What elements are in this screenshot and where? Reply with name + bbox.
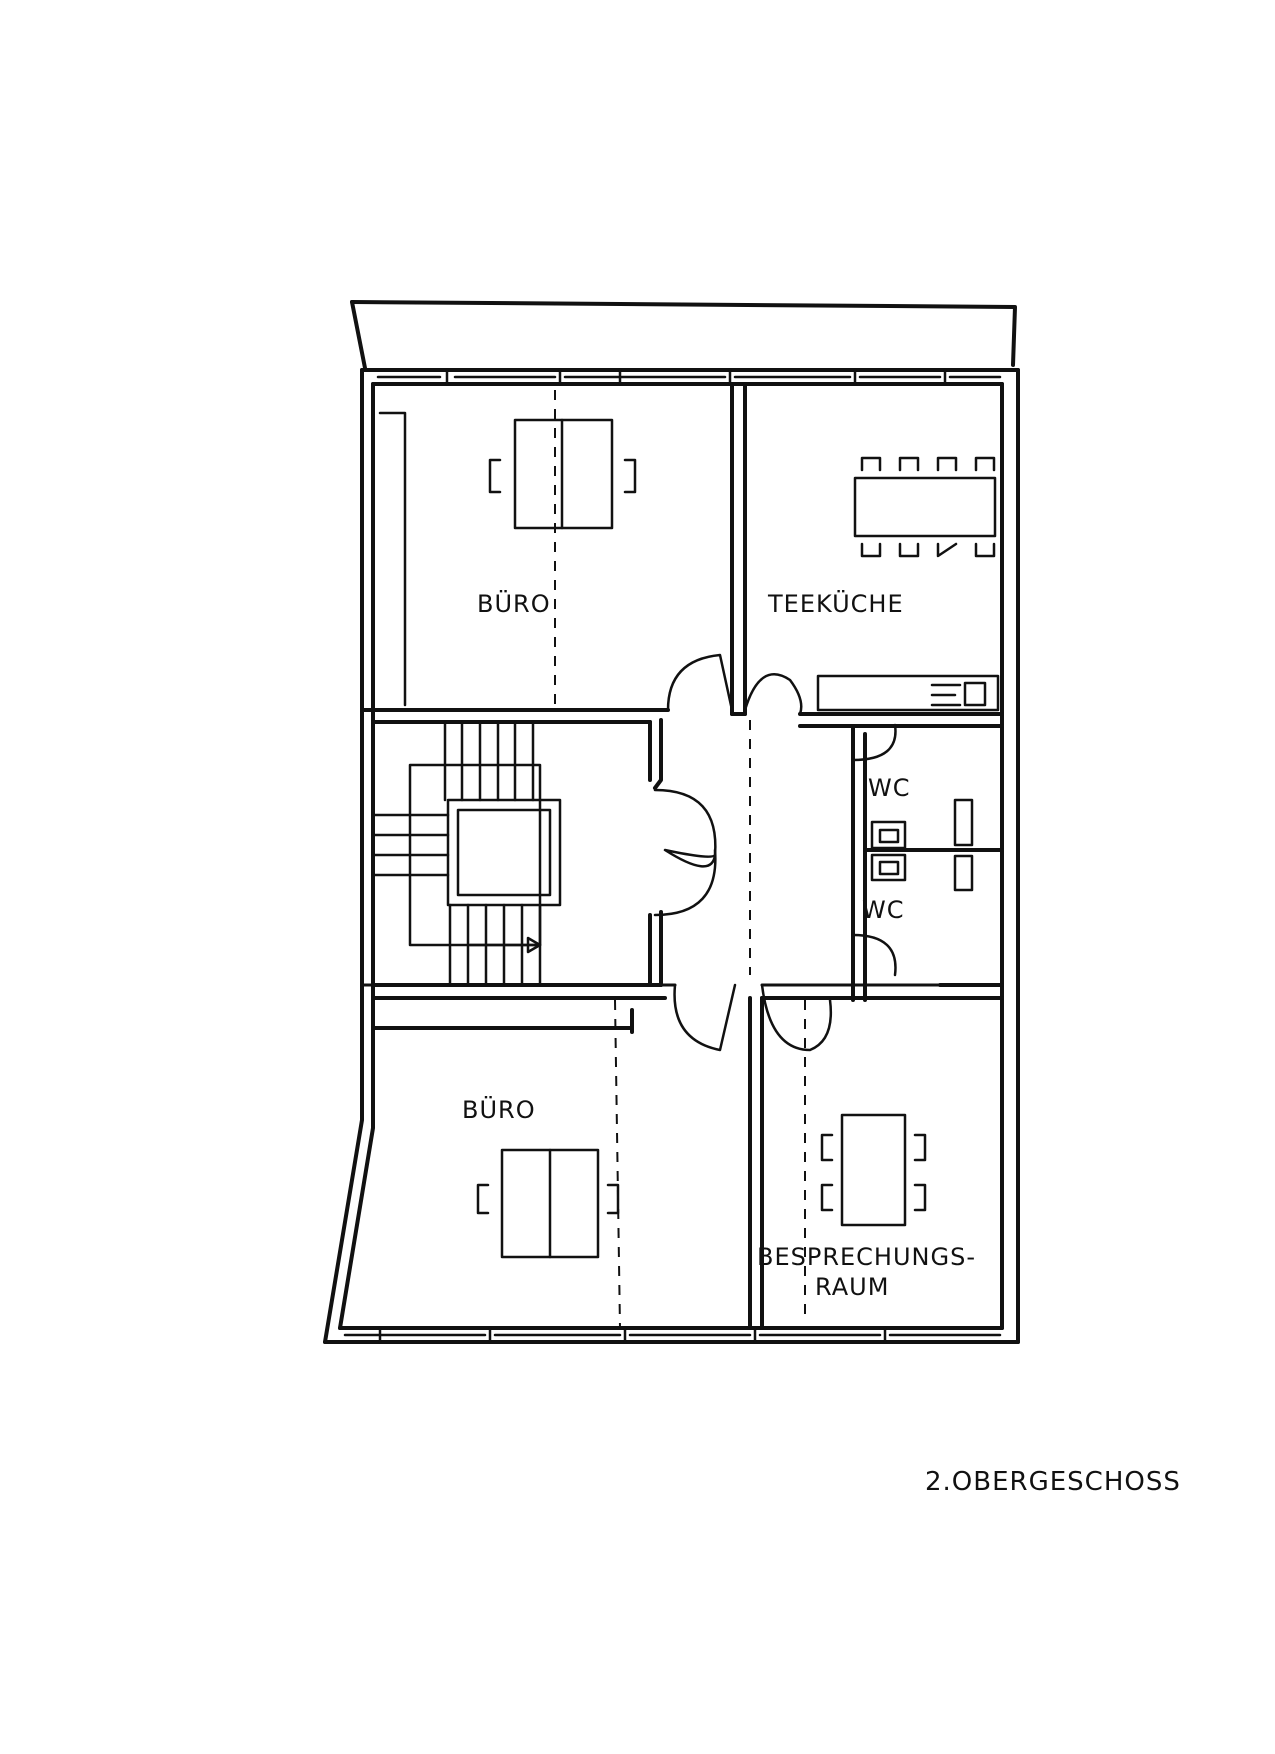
buero-bottom-partition xyxy=(614,999,621,1329)
window-marks xyxy=(343,368,1002,1344)
room-label-buero-top: BÜRO xyxy=(477,589,551,618)
interior-walls xyxy=(360,382,1004,1330)
buero-bottom-desk xyxy=(476,1148,620,1259)
buero-top-desk xyxy=(378,411,637,707)
door-swings xyxy=(653,653,897,1052)
room-label-wc-lower: WC xyxy=(862,896,905,924)
teekueche-table xyxy=(816,456,1000,712)
room-label-wc-upper: WC xyxy=(868,774,911,802)
room-label-besprechung-line1: BESPRECHUNGS- xyxy=(757,1243,976,1271)
wc-fixtures xyxy=(870,798,974,892)
staircase xyxy=(373,721,562,985)
room-label-teekueche: TEEKÜCHE xyxy=(767,589,904,618)
balcony xyxy=(350,300,1017,370)
room-label-buero-bottom: BÜRO xyxy=(462,1095,536,1124)
exterior-walls xyxy=(323,368,1020,1344)
besprechung-table xyxy=(820,1113,927,1227)
drawing-title: 2.OBERGESCHOSS xyxy=(925,1467,1181,1497)
room-label-besprechung-line2: RAUM xyxy=(815,1273,889,1301)
